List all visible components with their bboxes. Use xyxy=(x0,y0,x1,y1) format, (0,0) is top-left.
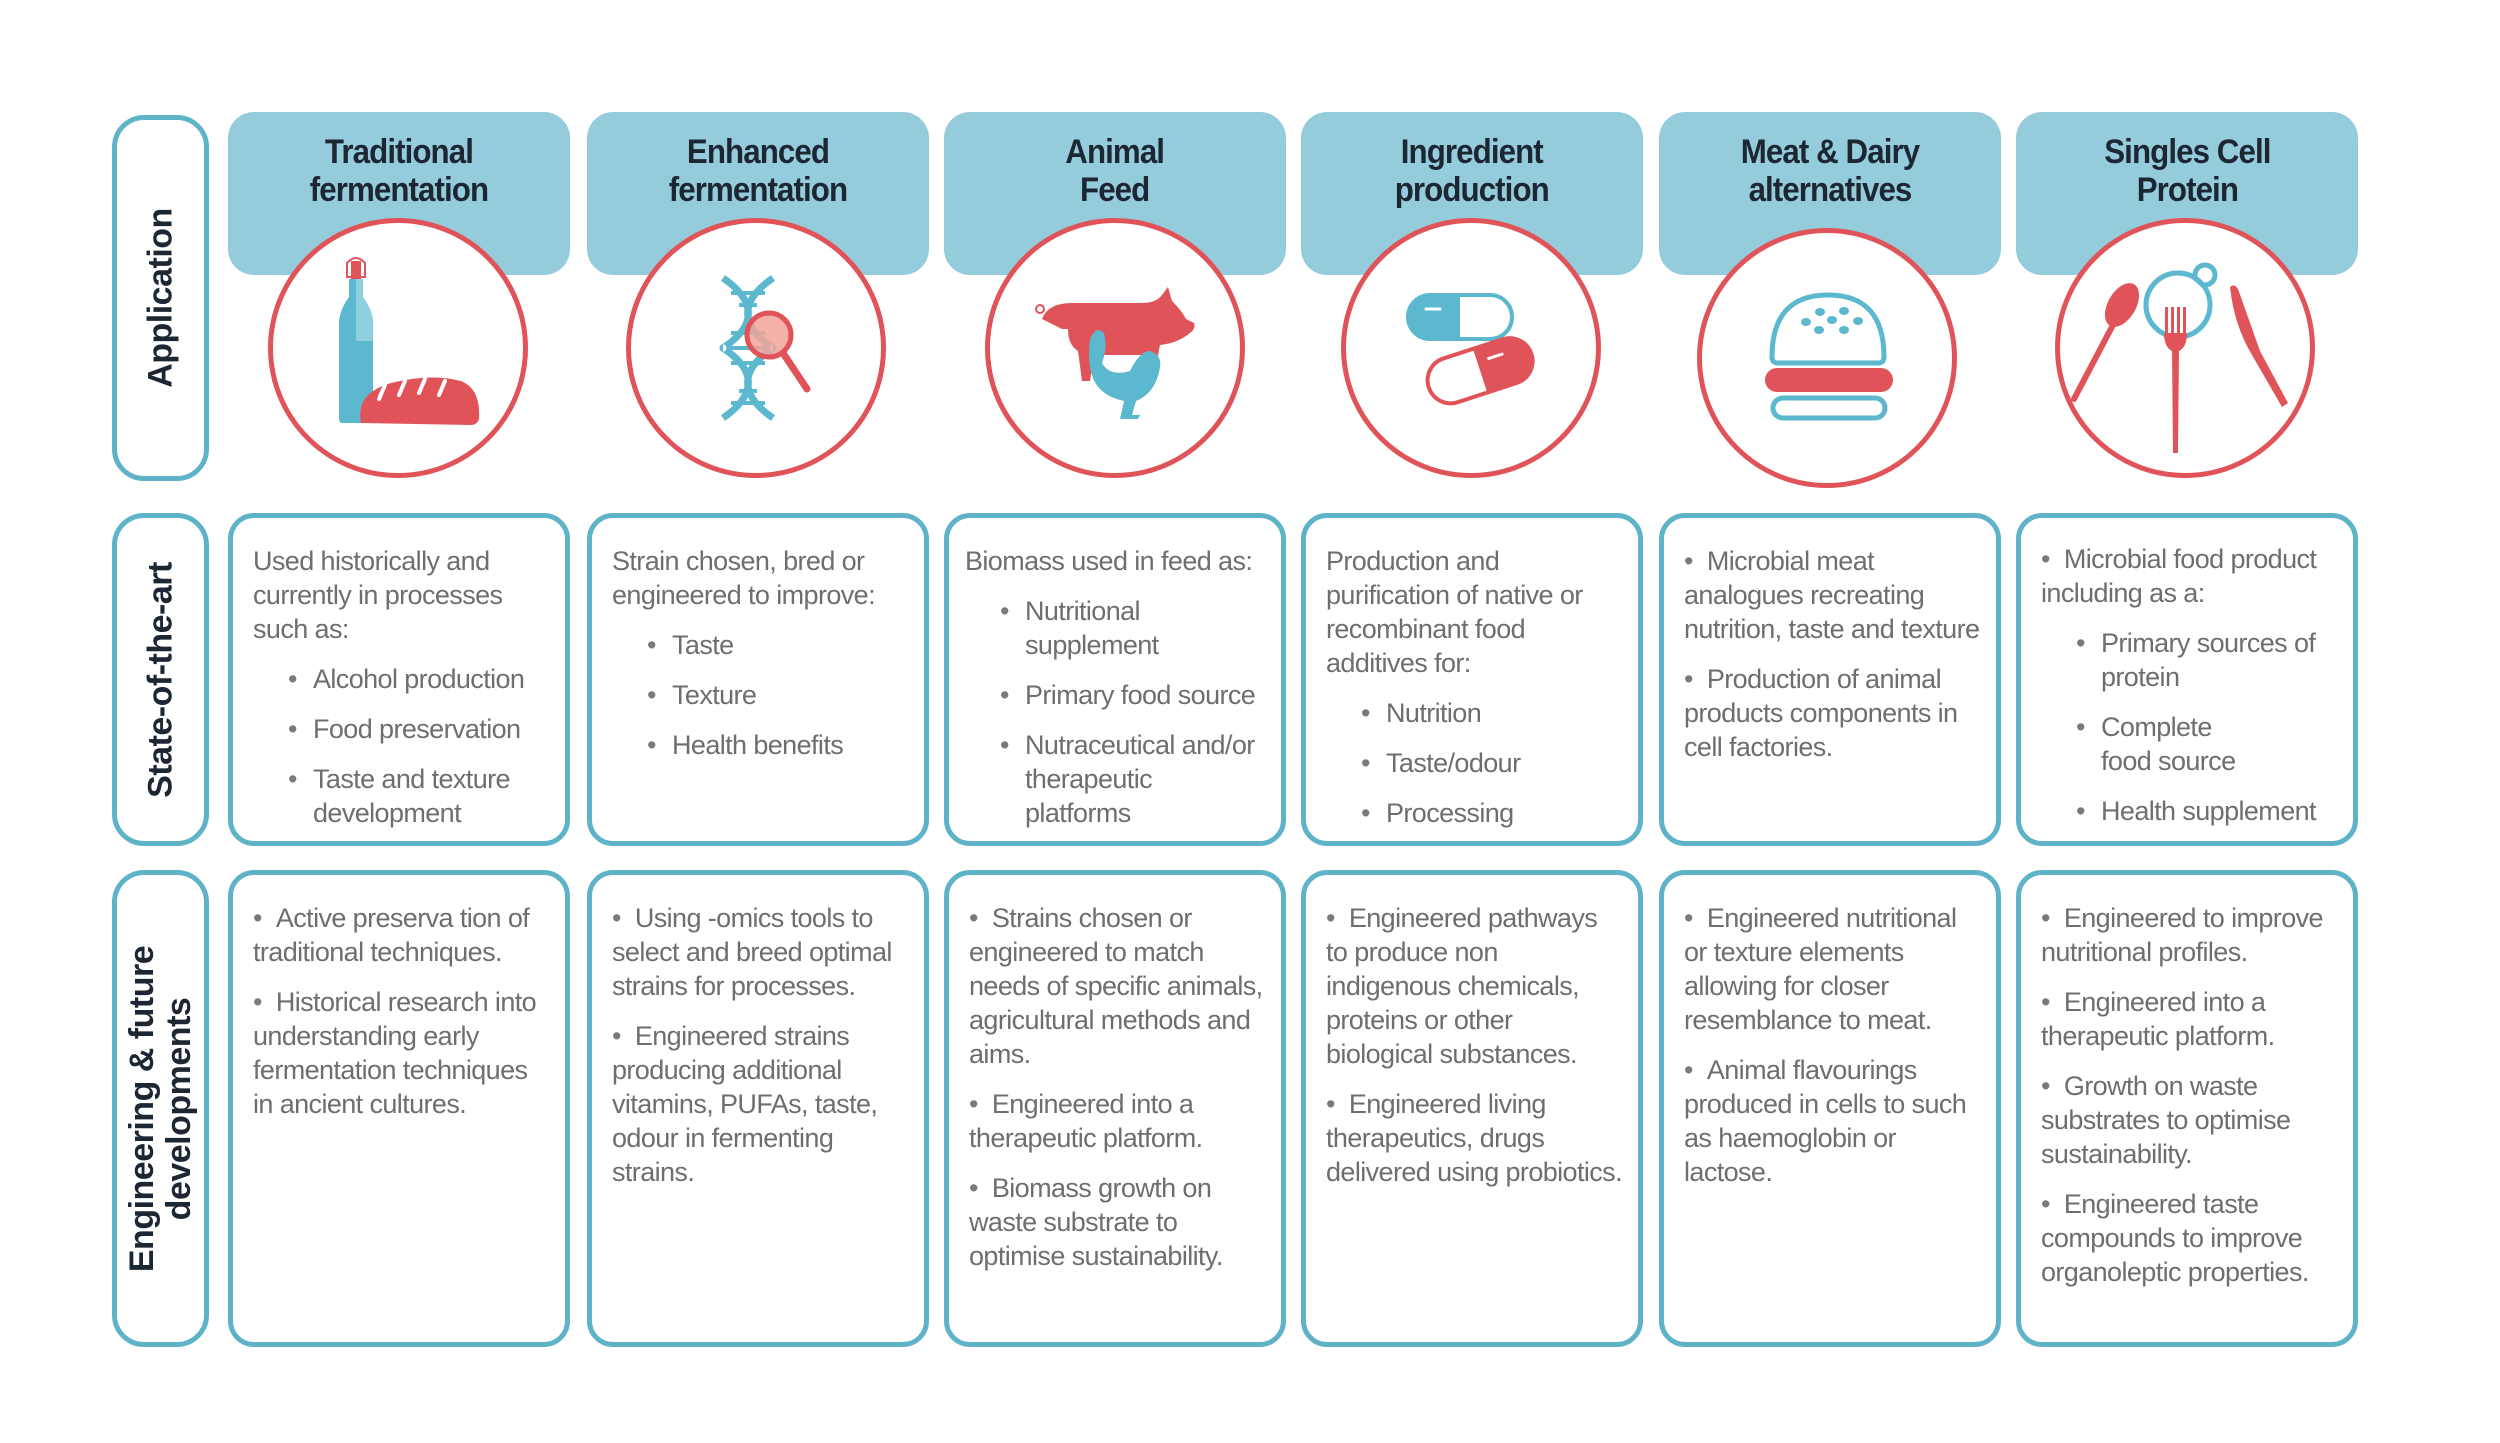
column-title-line1: Traditional xyxy=(324,133,474,171)
pig-and-rooster-icon xyxy=(1035,287,1195,419)
engineering-item: Historical research into understanding e… xyxy=(253,985,551,1121)
state-item: Texture xyxy=(612,678,910,712)
row-label-engineering-line2: developments xyxy=(159,997,198,1220)
state-item: Nutrition xyxy=(1326,696,1624,730)
row-label-application: Application xyxy=(112,115,209,481)
application-circle xyxy=(268,218,528,478)
column-title-line1: Animal xyxy=(1065,133,1166,171)
row-label-engineering-line1: Engineering & future xyxy=(122,945,161,1272)
engineering-item: Growth on waste substrates to optimise s… xyxy=(2041,1069,2339,1171)
engineering-item: Animal flavourings produced in cells to … xyxy=(1684,1053,1982,1189)
column-title-line1: Meat & Dairy xyxy=(1740,133,1920,171)
bullet-icon: • xyxy=(2041,544,2050,574)
state-item: Nutraceutical and/or therapeutic platfor… xyxy=(965,728,1267,830)
state-item: Processing xyxy=(1326,796,1624,830)
engineering-card-animal-feed: Strains chosen or engineered to match ne… xyxy=(944,870,1286,1347)
engineering-item: Engineered nutritional or texture elemen… xyxy=(1684,901,1982,1037)
application-circle xyxy=(626,218,886,478)
column-title-line2: Protein xyxy=(2136,171,2238,209)
state-item: Health supplement xyxy=(2041,794,2339,828)
state-card-single-cell-protein: •Microbial food product including as a: … xyxy=(2016,513,2358,846)
state-intro: Used historically and currently in proce… xyxy=(253,546,503,644)
dna-magnifier-icon xyxy=(719,275,811,421)
state-intro: Biomass used in feed as: xyxy=(965,546,1253,576)
state-intro: Strain chosen, bred or engineered to imp… xyxy=(612,546,876,610)
engineering-card-ingredient-production: Engineered pathways to produce non indig… xyxy=(1301,870,1643,1347)
state-intro: Production and purification of native or… xyxy=(1326,546,1583,678)
application-circle xyxy=(985,218,1245,478)
state-card-traditional-fermentation: Used historically and currently in proce… xyxy=(228,513,570,846)
state-lead-text: Microbial food product including as a: xyxy=(2041,544,2317,608)
column-title-line2: production xyxy=(1394,171,1550,209)
engineering-card-enhanced-fermentation: Using -omics tools to select and breed o… xyxy=(587,870,929,1347)
state-card-meat-dairy-alternatives: Microbial meat analogues recreating nutr… xyxy=(1659,513,2001,846)
engineering-item: Strains chosen or engineered to match ne… xyxy=(969,901,1267,1071)
state-item: Complete food source xyxy=(2041,710,2339,778)
column-title: Ingredient production xyxy=(1394,133,1550,209)
bottle-and-bread-icon xyxy=(339,257,480,425)
state-card-enhanced-fermentation: Strain chosen, bred or engineered to imp… xyxy=(587,513,929,846)
cutlery-icon xyxy=(2071,262,2288,453)
application-circle xyxy=(2055,218,2315,478)
state-item: Primary sources of protein xyxy=(2041,626,2339,694)
column-title: Animal Feed xyxy=(1065,133,1166,209)
engineering-item: Engineered pathways to produce non indig… xyxy=(1326,901,1624,1071)
column-title-line1: Enhanced xyxy=(686,133,830,171)
capsules-icon xyxy=(1406,293,1535,406)
engineering-card-traditional-fermentation: Active preserva tion of traditional tech… xyxy=(228,870,570,1347)
column-title: Singles Cell Protein xyxy=(2103,133,2271,209)
engineering-item: Engineered taste compounds to improve or… xyxy=(2041,1187,2339,1289)
engineering-item: Engineered living therapeutics, drugs de… xyxy=(1326,1087,1624,1189)
state-item: Nutritional supplement xyxy=(965,594,1267,662)
state-intro: •Microbial food product including as a: xyxy=(2041,542,2339,610)
row-label-state-text: State-of-the-art xyxy=(141,561,179,798)
burger-icon xyxy=(1765,292,1893,421)
engineering-card-meat-dairy-alternatives: Engineered nutritional or texture elemen… xyxy=(1659,870,2001,1347)
state-item: Taste/odour xyxy=(1326,746,1624,780)
application-circle xyxy=(1341,218,1601,478)
row-label-application-text: Application xyxy=(141,208,179,388)
column-title-line2: Feed xyxy=(1080,171,1150,209)
state-item: Health benefits xyxy=(612,728,910,762)
engineering-item: Using -omics tools to select and breed o… xyxy=(612,901,910,1003)
state-item: Food preservation xyxy=(253,712,551,746)
engineering-item: Engineered into a therapeutic platform. xyxy=(969,1087,1267,1155)
column-title: Traditional fermentation xyxy=(309,133,489,209)
column-title-line1: Singles Cell xyxy=(2103,133,2271,171)
state-item: Alcohol production xyxy=(253,662,551,696)
column-title-line2: fermentation xyxy=(309,171,489,209)
state-item: Primary food source xyxy=(965,678,1267,712)
state-item: Production of animal products components… xyxy=(1684,662,1982,764)
column-title: Meat & Dairy alternatives xyxy=(1740,133,1920,209)
engineering-item: Engineered into a therapeutic platform. xyxy=(2041,985,2339,1053)
engineering-item: Engineered to improve nutritional profil… xyxy=(2041,901,2339,969)
state-item: Taste and texture development xyxy=(253,762,551,830)
column-title-line1: Ingredient xyxy=(1401,133,1544,171)
column-title: Enhanced fermentation xyxy=(668,133,848,209)
state-item: Taste xyxy=(612,628,910,662)
column-title-line2: alternatives xyxy=(1748,171,1913,209)
application-circle xyxy=(1697,228,1957,488)
column-title-line2: fermentation xyxy=(668,171,848,209)
state-item: Microbial meat analogues recreating nutr… xyxy=(1684,544,1982,646)
engineering-item: Engineered strains producing additional … xyxy=(612,1019,910,1189)
row-label-state-of-the-art: State-of-the-art xyxy=(112,513,209,846)
engineering-card-single-cell-protein: Engineered to improve nutritional profil… xyxy=(2016,870,2358,1347)
row-label-engineering-text: Engineering & future developments xyxy=(122,945,198,1272)
engineering-item: Active preserva tion of traditional tech… xyxy=(253,901,551,969)
state-card-animal-feed: Biomass used in feed as: Nutritional sup… xyxy=(944,513,1286,846)
row-label-engineering: Engineering & future developments xyxy=(112,870,209,1347)
state-card-ingredient-production: Production and purification of native or… xyxy=(1301,513,1643,846)
engineering-item: Biomass growth on waste substrate to opt… xyxy=(969,1171,1267,1273)
